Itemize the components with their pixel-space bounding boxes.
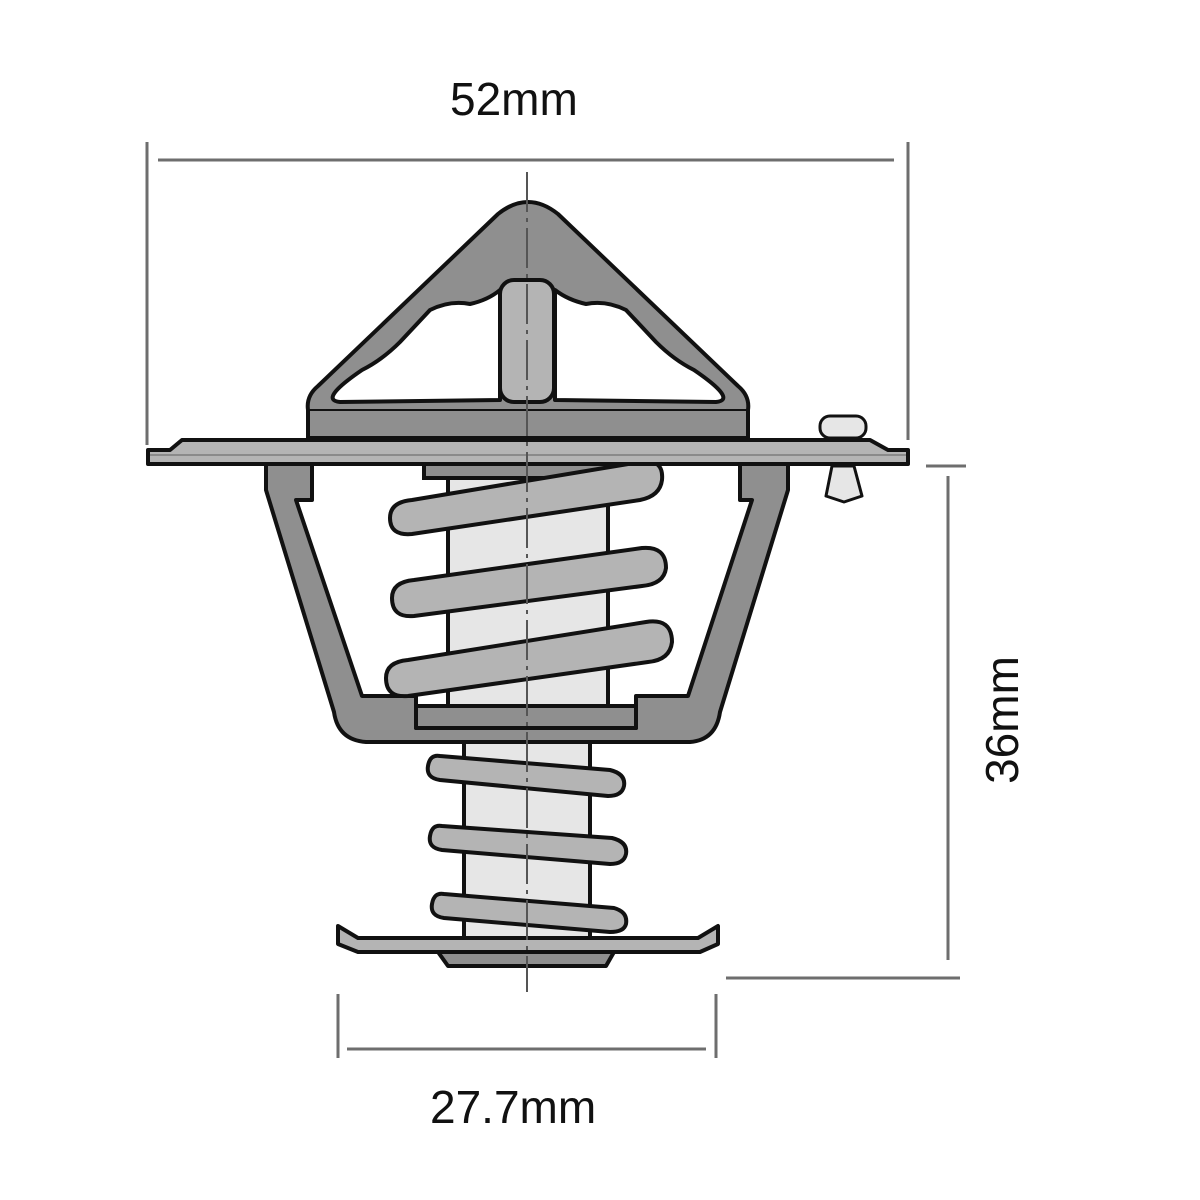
bottom-dimension-lines: [336, 994, 718, 1058]
height-dimension-label: 36mm: [976, 656, 1028, 784]
width-dimension-lines: [145, 142, 910, 445]
main-spring: [384, 459, 674, 699]
bottom-diameter-label: 27.7mm: [430, 1081, 597, 1133]
height-dimension-lines: [726, 464, 966, 980]
width-dimension-label: 52mm: [450, 73, 578, 125]
jiggle-valve: [818, 414, 868, 504]
